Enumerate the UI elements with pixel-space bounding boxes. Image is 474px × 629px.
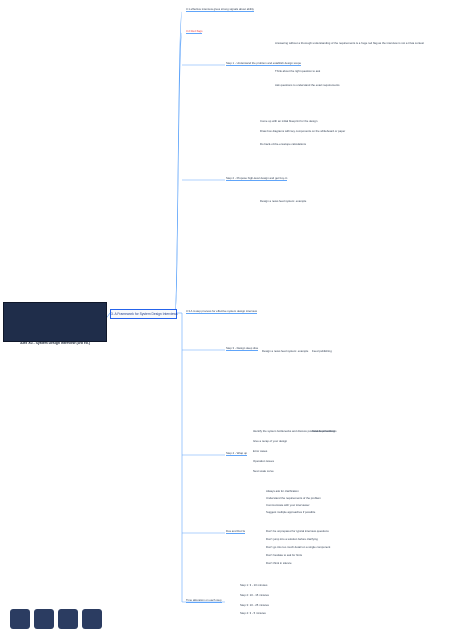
step4-item[interactable]: Error cases — [253, 449, 268, 453]
time-item[interactable]: Step 1: 3 - 10 minutes — [240, 583, 268, 587]
time-item[interactable]: Step 3: 10 - 25 minutes — [240, 603, 269, 607]
step4-item[interactable]: Operation issues — [253, 459, 274, 463]
step1-item[interactable]: Ask questions to understand the exact re… — [275, 83, 340, 87]
laptop-icon — [34, 609, 54, 629]
step-4[interactable]: Step 4 - Wrap up — [226, 451, 248, 457]
step1-item[interactable]: Think about the right question to ask — [275, 69, 321, 73]
dos-and-donts[interactable]: Dos and Don'ts — [226, 529, 246, 535]
time-allocation[interactable]: Time allocation on each step — [186, 598, 222, 604]
root-caption: Alex Xu - System Design Interview (3rd e… — [20, 341, 90, 345]
step3-item[interactable]: Feed publishing — [312, 349, 332, 353]
dos-item[interactable]: Understand the requirements of the probl… — [266, 496, 321, 500]
root-node[interactable] — [3, 302, 107, 629]
globe-icon — [58, 609, 78, 629]
step4-item[interactable]: Give a recap of your design — [253, 439, 288, 443]
step2-item[interactable]: Draw box diagrams with key components on… — [260, 129, 346, 133]
cloud-icon — [10, 609, 30, 629]
dos-item[interactable]: Communicate with your interviewer — [266, 503, 310, 507]
donts-item[interactable]: Don't hesitate to ask for hints — [266, 553, 302, 557]
donts-item[interactable]: Don't go into too much detail on a singl… — [266, 545, 331, 549]
step-1[interactable]: Step 1 - Understand the problem and esta… — [226, 61, 302, 67]
step2-item[interactable]: Do back-of-the-envelope calculations — [260, 142, 307, 146]
step-3[interactable]: Step 3 - Design deep dive — [226, 346, 259, 352]
donts-item[interactable]: Don't think in silence — [266, 561, 292, 565]
root-icon-row — [10, 609, 102, 629]
step3-item[interactable]: Newsfeed building — [312, 429, 335, 433]
step-2[interactable]: Step 2 - Propose high-level design and g… — [226, 176, 288, 182]
branch-red-flags[interactable]: 3.2 Red flags — [186, 29, 203, 35]
step2-item[interactable]: Design a news feed system: example — [260, 199, 307, 203]
database-icon — [82, 609, 102, 629]
step2-item[interactable]: Come up with an initial blueprint for th… — [260, 119, 318, 123]
time-item[interactable]: Step 2: 10 - 15 minutes — [240, 593, 269, 597]
dos-item[interactable]: Always ask for clarification — [266, 489, 299, 493]
dos-item[interactable]: Suggest multiple approaches if possible — [266, 510, 316, 514]
step4-item[interactable]: Next scale curve — [253, 469, 274, 473]
step4-item[interactable]: Identify the system bottlenecks and disc… — [253, 429, 337, 433]
step1-item[interactable]: Answering without a thorough understandi… — [275, 41, 424, 45]
central-topic[interactable]: 3. A Framework for System Design Intervi… — [110, 309, 178, 319]
branch-3-1[interactable]: 3.1 effective interview gives strong sig… — [186, 7, 254, 13]
donts-item[interactable]: Don't be unprepared for typical intervie… — [266, 529, 329, 533]
donts-item[interactable]: Don't jump into a solution before clarif… — [266, 537, 318, 541]
step3-item[interactable]: Design a news feed system: example — [262, 349, 309, 353]
branch-4-step[interactable]: 3.3 A 4-step process for effective syste… — [186, 309, 257, 315]
time-item[interactable]: Step 4: 3 - 5 minutes — [240, 611, 266, 615]
